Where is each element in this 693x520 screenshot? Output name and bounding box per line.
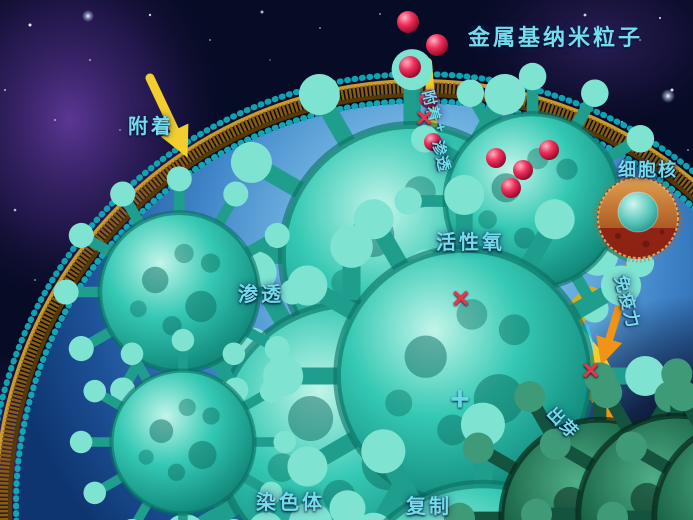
nanoparticle-icon: [399, 56, 421, 78]
nanoparticle-icon: [539, 140, 559, 160]
label-attachment: 附着: [128, 116, 174, 138]
nucleus-icon: [593, 173, 683, 263]
attachment-arrow: [145, 73, 189, 158]
nanoparticle-icon: [501, 178, 521, 198]
label-reactive-oxygen: 活性氧: [436, 232, 505, 254]
plus-mark-replication: +: [450, 380, 470, 418]
label-nanoparticles: 金属基纳米粒子: [468, 25, 644, 50]
nanoparticle-icon: [424, 133, 442, 151]
label-penetration: 渗透: [238, 284, 284, 306]
nanoparticle-group: [397, 11, 559, 198]
nanoparticle-icon: [486, 148, 506, 168]
nanoparticle-icon: [513, 160, 533, 180]
label-cell-nucleus: 细胞核: [618, 160, 678, 180]
nanoparticle-icon: [397, 11, 419, 33]
cross-mark-budding-block: ×: [582, 354, 600, 387]
cross-mark-ros-kill: ×: [452, 282, 470, 315]
nanoparticle-icon: [426, 34, 448, 56]
label-replication: 复制: [406, 496, 452, 518]
label-chromosome: 染色体: [256, 492, 325, 514]
cross-mark-blocked-entry: ×: [416, 102, 433, 133]
nanoparticle-icon: [419, 89, 439, 109]
